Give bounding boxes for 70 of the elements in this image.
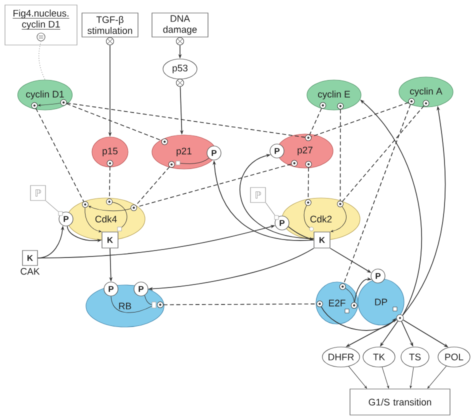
- stimulus-box: TGF-β stimulation: [82, 12, 138, 38]
- binding-dot: [106, 160, 114, 167]
- connector: [343, 104, 411, 284]
- arrow: [38, 102, 61, 106]
- binding-dot: [305, 134, 312, 142]
- reference-box: Fig4.nucleus. cyclin D1: [4, 4, 78, 46]
- binding-dot: [422, 100, 430, 107]
- state-square: K: [314, 232, 330, 248]
- connector: [310, 102, 409, 138]
- binding-dot: [291, 160, 298, 166]
- binding-dot: [339, 283, 346, 290]
- binding-dot: [130, 204, 138, 212]
- connector: [109, 166, 110, 199]
- binding-dot: [305, 160, 312, 168]
- binding-dot: [320, 102, 326, 109]
- connector: [163, 304, 317, 306]
- connector: [112, 202, 128, 228]
- connector: [136, 166, 170, 206]
- binding-dot: [408, 98, 415, 105]
- phosphate-box: ℙ: [250, 187, 266, 203]
- kinase-box: K: [22, 250, 38, 266]
- square-marker: [117, 226, 122, 232]
- connector: [136, 164, 292, 208]
- square-marker: [152, 302, 156, 308]
- connector: [304, 205, 310, 228]
- binding-dot: [60, 99, 67, 106]
- square-marker: [176, 160, 180, 166]
- connector: [66, 102, 306, 138]
- connector: [342, 105, 424, 202]
- connector: [66, 103, 162, 141]
- arrow: [382, 366, 390, 388]
- connector: [46, 200, 59, 212]
- outcome-box: G1/S transition: [350, 388, 450, 416]
- arrow: [348, 366, 367, 388]
- binding-dot: [31, 102, 38, 109]
- connector: [308, 167, 309, 200]
- connector: [180, 158, 210, 164]
- node-caption: CAK: [20, 268, 40, 275]
- binding-dot: [337, 200, 344, 208]
- arrow: [330, 206, 346, 232]
- arrow: [240, 154, 314, 239]
- connector: [110, 296, 152, 313]
- binding-dot: [337, 102, 344, 110]
- binding-dot: [304, 199, 312, 206]
- connector: [309, 108, 322, 136]
- phosphate-box: ℙ: [30, 185, 46, 201]
- state-square: K: [102, 232, 118, 248]
- square-marker: [58, 211, 63, 216]
- binding-dot: [106, 198, 113, 205]
- connector: [266, 202, 276, 216]
- circled-equals: [36, 32, 46, 42]
- binding-dot: [161, 138, 168, 145]
- binding-dot: [82, 201, 88, 208]
- connector: [144, 295, 152, 305]
- binding-dot: [156, 302, 164, 308]
- binding-dot: [316, 300, 323, 308]
- binding-dot: [168, 161, 175, 168]
- connector: [340, 108, 341, 202]
- stimulus-box: DNA damage: [152, 12, 208, 38]
- process-circle: [396, 314, 404, 322]
- arrow: [88, 206, 131, 212]
- square-marker: [274, 215, 279, 220]
- connector: [38, 41, 46, 80]
- arrow: [410, 367, 414, 388]
- connector: [345, 288, 354, 302]
- binding-dot: [350, 302, 358, 309]
- arrow: [84, 207, 102, 232]
- connector: [36, 108, 84, 202]
- arrow: [427, 366, 447, 388]
- ring-marker: [309, 226, 314, 232]
